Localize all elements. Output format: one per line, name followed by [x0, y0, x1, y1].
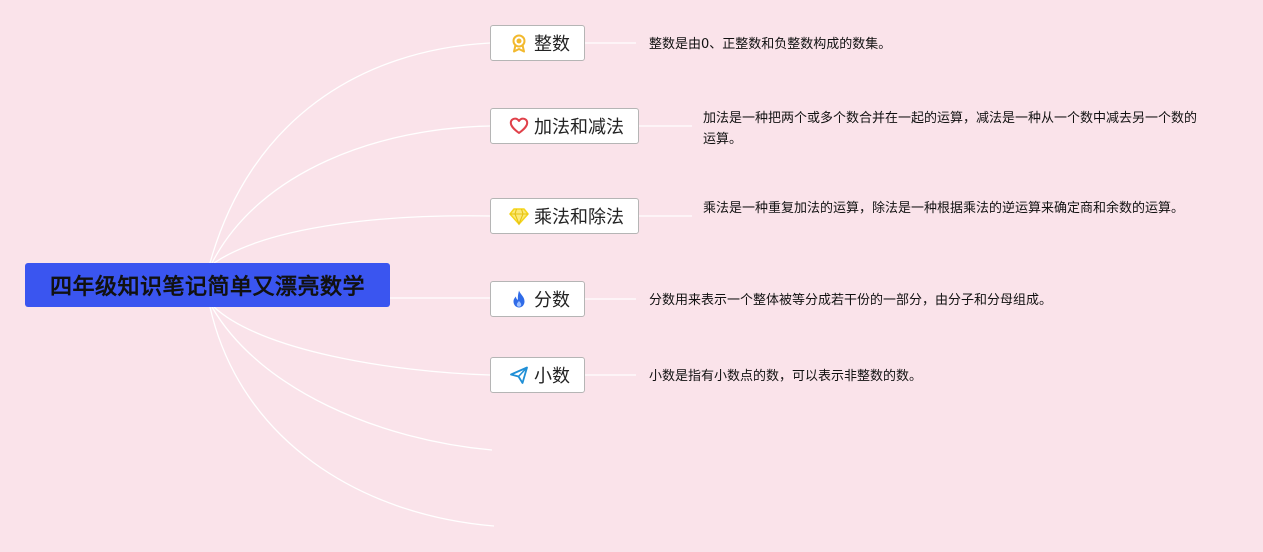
topic-label: 小数 — [534, 366, 570, 387]
paper-plane-icon — [509, 365, 529, 385]
diamond-icon — [509, 206, 529, 226]
branch-line-4 — [213, 306, 491, 376]
topic-label: 整数 — [534, 34, 570, 55]
topic-fraction[interactable]: 分数 — [490, 281, 585, 317]
branch-line-5 — [211, 306, 493, 451]
topic-label: 加法和减法 — [534, 117, 624, 138]
topic-integer[interactable]: 整数 — [490, 25, 585, 61]
topic-decimal[interactable]: 小数 — [490, 357, 585, 393]
note-decimal: 小数是指有小数点的数，可以表示非整数的数。 — [649, 369, 923, 384]
topic-label: 乘法和除法 — [534, 207, 624, 228]
topic-label: 分数 — [534, 290, 570, 311]
root-topic-label: 四年级知识笔记简单又漂亮数学 — [49, 275, 365, 300]
award-medal-icon — [509, 33, 529, 53]
branch-line-6 — [209, 306, 495, 527]
note-addition-subtraction: 加法是一种把两个或多个数合并在一起的运算，减法是一种从一个数中减去另一个数的运算… — [703, 111, 1198, 147]
branch-line-1 — [211, 125, 491, 264]
topic-addition-subtraction[interactable]: 加法和减法 — [490, 108, 639, 144]
note-fraction: 分数用来表示一个整体被等分成若干份的一部分，由分子和分母组成。 — [649, 293, 1053, 308]
note-integer: 整数是由0、正整数和负整数构成的数集。 — [649, 37, 892, 52]
note-multiplication-division: 乘法是一种重复加法的运算，除法是一种根据乘法的逆运算来确定商和余数的运算。 — [703, 201, 1185, 216]
topic-multiplication-division[interactable]: 乘法和除法 — [490, 198, 639, 234]
flame-icon — [509, 289, 529, 309]
branch-line-0 — [209, 42, 491, 264]
root-topic[interactable]: 四年级知识笔记简单又漂亮数学 — [25, 263, 390, 307]
branch-line-2 — [213, 215, 491, 264]
heart-icon — [509, 116, 529, 136]
